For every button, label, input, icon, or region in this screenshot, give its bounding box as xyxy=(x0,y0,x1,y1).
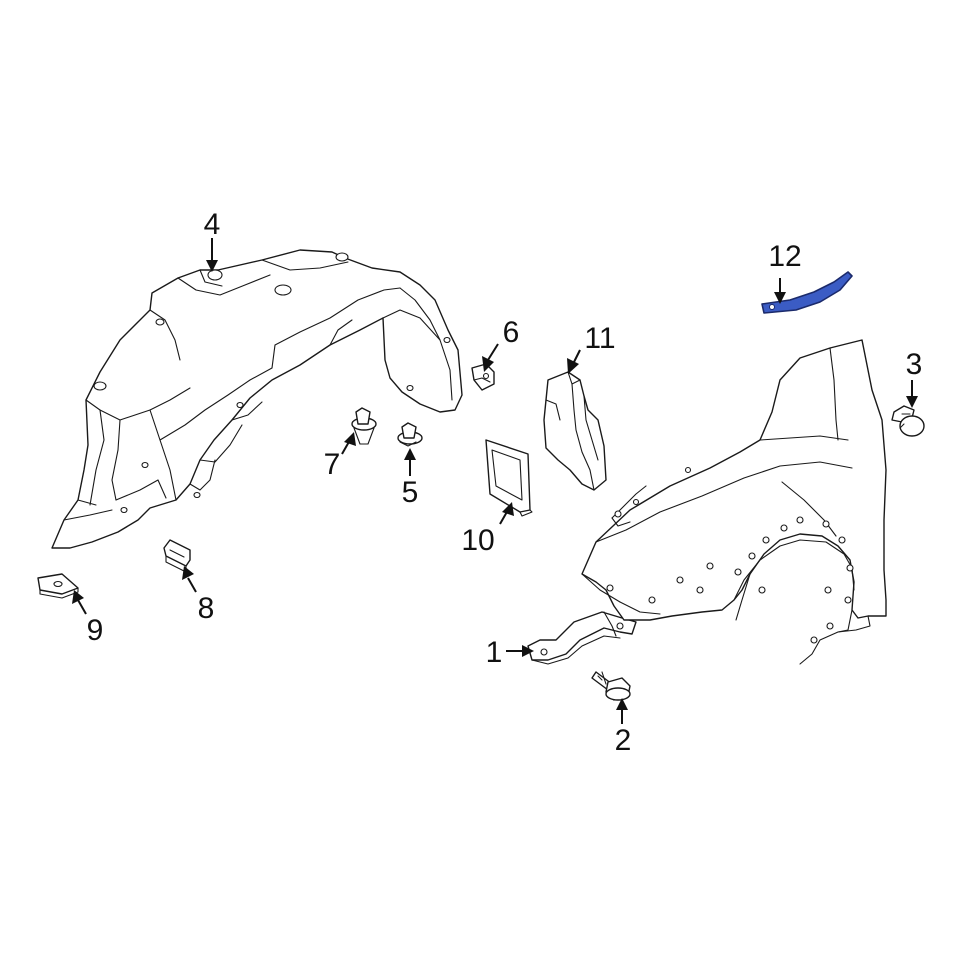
callout-3: 3 xyxy=(906,348,923,381)
callout-labels: 4 12 6 11 3 7 5 10 8 9 1 2 xyxy=(87,208,923,757)
fender-liner xyxy=(51,249,463,549)
callout-4: 4 xyxy=(204,208,221,241)
push-pin-2-part xyxy=(397,422,423,447)
callout-1: 1 xyxy=(486,636,503,669)
fender-bracket-part xyxy=(527,611,637,665)
retainer-clip-part xyxy=(163,539,191,573)
seal-part xyxy=(485,439,533,517)
highlighted-molding xyxy=(761,271,853,314)
callout-11: 11 xyxy=(584,322,615,355)
nut-clip-part xyxy=(37,573,79,599)
callout-6: 6 xyxy=(503,316,520,349)
callout-5: 5 xyxy=(402,476,419,509)
callout-10: 10 xyxy=(461,524,494,557)
insulator-part xyxy=(543,371,607,491)
bracket-part xyxy=(471,363,495,391)
callout-9: 9 xyxy=(87,614,104,647)
bolt-part xyxy=(591,671,631,701)
retaining-clip-part xyxy=(891,405,925,437)
callout-8: 8 xyxy=(198,592,215,625)
callout-2: 2 xyxy=(615,724,632,757)
callout-7: 7 xyxy=(324,448,341,481)
fender-panel xyxy=(581,339,887,665)
callout-12: 12 xyxy=(768,240,801,273)
fender-molding-part xyxy=(761,271,853,314)
leader-lines xyxy=(72,238,918,724)
push-pin-part xyxy=(351,407,377,445)
